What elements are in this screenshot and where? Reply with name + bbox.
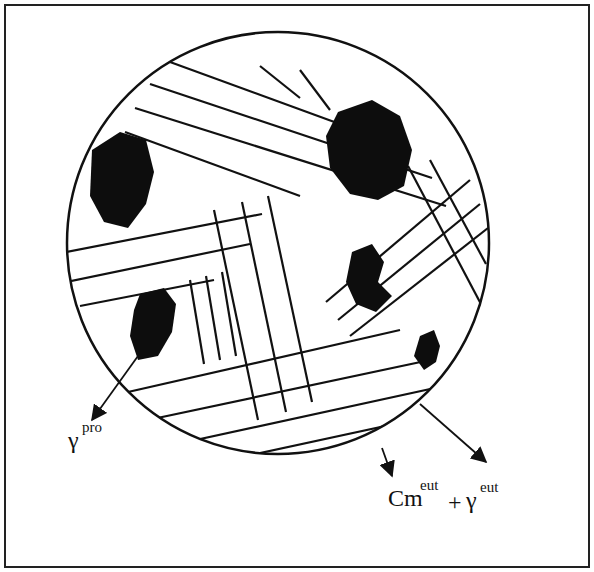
lamella-line xyxy=(128,330,400,392)
lamella-line xyxy=(242,202,286,412)
frame xyxy=(5,5,589,567)
specimen-circle xyxy=(67,32,489,454)
lamella-line xyxy=(200,412,450,466)
lamella-line xyxy=(206,276,220,360)
lamella-line xyxy=(300,70,330,110)
lamella-line xyxy=(66,214,262,252)
lamella-line xyxy=(268,196,312,402)
phase-symbol: γ xyxy=(68,428,79,452)
lamella-line xyxy=(222,272,236,356)
lamella-line xyxy=(168,386,444,446)
phase-superscript: pro xyxy=(82,420,102,435)
primary-austenite-grains xyxy=(90,100,440,370)
lamella-line xyxy=(148,360,430,420)
phase-superscript: eut xyxy=(420,478,438,493)
leader-lines xyxy=(92,356,486,476)
lamella-line xyxy=(190,280,204,364)
phase-symbol: γ xyxy=(466,488,477,512)
phase-symbol: Cm xyxy=(388,486,423,510)
plus-sign: + xyxy=(448,490,462,514)
phase-superscript: eut xyxy=(480,480,498,495)
eutectic-lamellae xyxy=(66,62,488,466)
lamella-line xyxy=(260,66,300,98)
